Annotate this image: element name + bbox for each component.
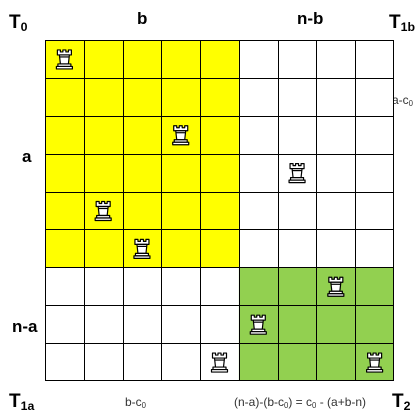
rook-icon <box>327 276 345 297</box>
corner-label-t1a: T1a <box>9 391 35 414</box>
corner-label-t0: T0 <box>9 12 28 35</box>
side-label-a-minus-c0: a-c0 <box>392 93 414 108</box>
yellow-region <box>45 40 239 268</box>
rook-icon <box>366 352 384 373</box>
chessboard-grid <box>45 40 394 381</box>
rook-icon <box>133 238 151 259</box>
side-label-n-minus-a: n-a <box>12 317 38 336</box>
top-label-b: b <box>137 9 148 28</box>
corner-label-t1b: T1b <box>389 12 416 35</box>
rook-icon <box>172 125 190 146</box>
rook-icon <box>249 314 267 335</box>
rook-icon <box>94 200 112 222</box>
side-label-a: a <box>22 147 32 166</box>
rook-icon <box>288 163 306 184</box>
bottom-formula: (n-a)-(b-c0) = c0 - (a+b-n) <box>234 395 367 410</box>
bottom-label-b-minus-c0: b-c0 <box>125 395 147 410</box>
top-label-n-minus-b: n-b <box>297 9 324 28</box>
corner-label-t2: T2 <box>392 391 411 414</box>
rook-icon <box>55 49 73 70</box>
rook-icon <box>210 352 229 373</box>
